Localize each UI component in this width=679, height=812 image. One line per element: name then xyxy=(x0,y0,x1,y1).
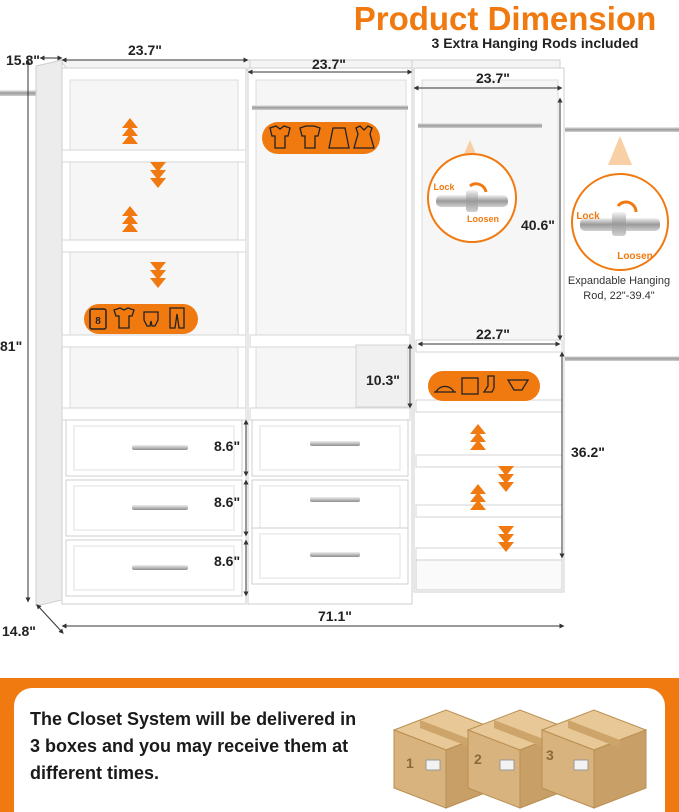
lock-label-outside: Lock xyxy=(576,211,600,222)
wall-rod-right-bottom xyxy=(565,356,679,361)
dim-total-height: 81" xyxy=(0,338,23,354)
page-subtitle: 3 Extra Hanging Rods included xyxy=(431,35,639,51)
dim-depth-bottom: 14.8" xyxy=(2,623,36,639)
dim-drawer-2: 8.6" xyxy=(214,494,241,510)
dim-hanging-height: 40.6" xyxy=(521,217,555,233)
box-number-2: 2 xyxy=(474,751,482,767)
boxes-illustration: 1 2 3 xyxy=(392,709,648,809)
dim-drawer-1: 8.6" xyxy=(214,438,241,454)
lock-label: Lock xyxy=(433,182,455,192)
dim-width-section-2: 23.7" xyxy=(312,56,346,72)
rod-caption: Expandable Hanging Rod, 22"-39.4" xyxy=(567,275,671,302)
wall-rod-right-top xyxy=(565,127,679,132)
dim-width-section-3: 23.7" xyxy=(476,70,510,86)
drawer-left-1 xyxy=(65,419,243,477)
badge-number: 8 xyxy=(95,316,101,327)
clothes-icon: 8 xyxy=(84,304,198,334)
cabinet-side xyxy=(35,59,63,607)
box-number-1: 1 xyxy=(406,755,414,771)
section-middle xyxy=(247,67,413,605)
dim-shelf-section-height: 36.2" xyxy=(571,444,605,460)
box-icon: 2 xyxy=(466,709,574,809)
arrow-up-icon xyxy=(470,424,486,510)
rod-icon xyxy=(571,136,669,271)
loosen-label-outside: Loosen xyxy=(617,251,653,262)
dim-cubby-height: 10.3" xyxy=(366,372,400,388)
box-number-3: 3 xyxy=(546,747,554,763)
clothes-icon xyxy=(428,371,540,401)
arrow-up-icon xyxy=(122,118,138,232)
dim-width-section-1: 23.7" xyxy=(128,42,162,58)
arrow-down-icon xyxy=(150,162,166,288)
box-icon: 3 xyxy=(540,709,648,809)
dim-depth-top: 15.8" xyxy=(6,52,40,68)
closet-illustration: 8 Lock Loosen Lock Loosen xyxy=(0,55,679,634)
dim-drawer-3: 8.6" xyxy=(214,553,241,569)
dim-total-width: 71.1" xyxy=(318,608,352,624)
arrow-down-icon xyxy=(498,466,514,552)
delivery-note: The Closet System will be delivered in 3… xyxy=(30,709,357,783)
page-title: Product Dimension xyxy=(353,0,657,37)
dimension-lines xyxy=(25,55,565,634)
lock-icon xyxy=(427,140,517,243)
section-left xyxy=(61,67,247,605)
dim-inner-width: 22.7" xyxy=(476,326,510,342)
drawer-left-2 xyxy=(65,479,243,537)
drawer-left-3 xyxy=(65,539,243,597)
drawer-middle-3 xyxy=(251,527,409,585)
loosen-label: Loosen xyxy=(467,214,499,224)
drawer-middle-1 xyxy=(251,419,409,477)
clothes-icon xyxy=(262,122,380,154)
